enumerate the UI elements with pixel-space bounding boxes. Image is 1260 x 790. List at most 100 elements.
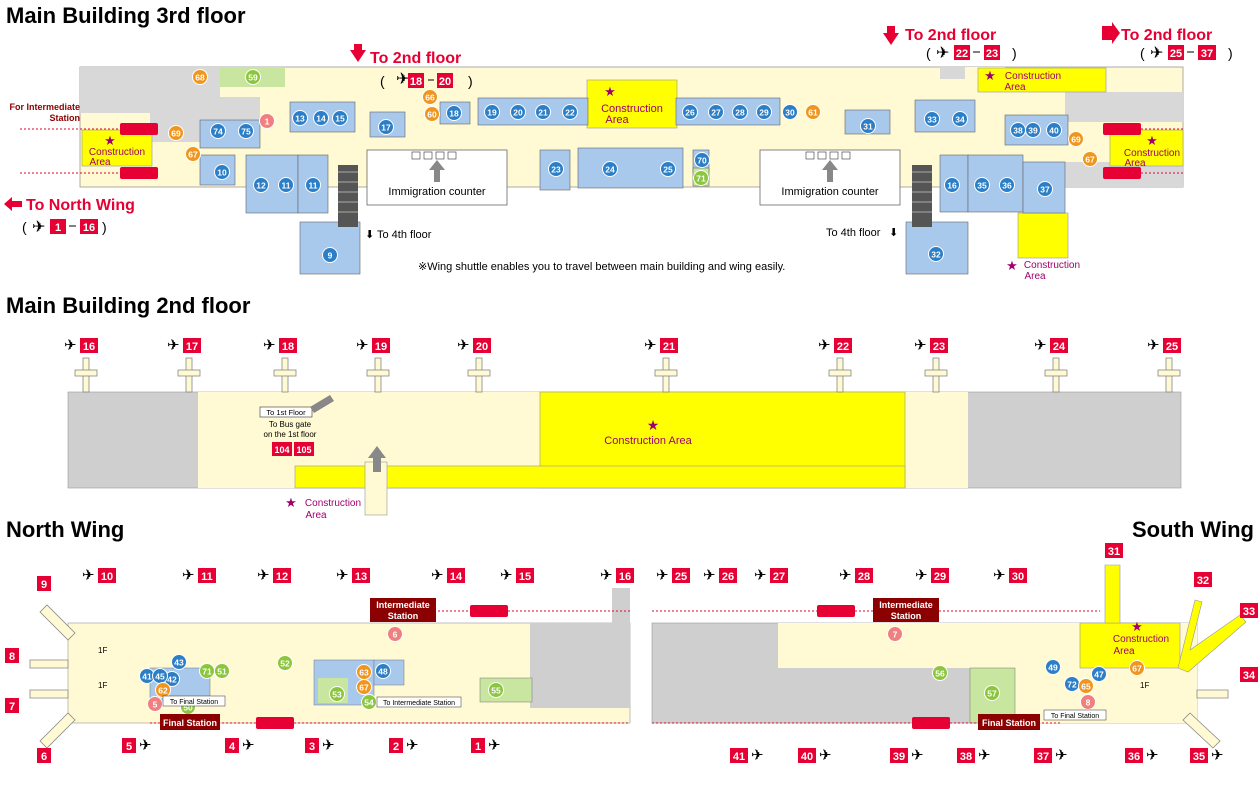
- svg-text:★: ★: [285, 495, 297, 510]
- shop-marker-blue: 12: [253, 177, 269, 193]
- shop-marker-blue: 45: [152, 668, 168, 684]
- svg-text:40: 40: [801, 751, 813, 763]
- shop-marker-blue: 13: [292, 110, 308, 126]
- shop-marker-blue: 31: [860, 118, 876, 134]
- svg-text:✈: ✈: [911, 747, 924, 764]
- svg-text:✈: ✈: [656, 567, 669, 584]
- shop-marker-green: 52: [277, 655, 293, 671]
- svg-text:✈: ✈: [819, 747, 832, 764]
- svg-text:18: 18: [282, 341, 294, 353]
- shop-marker-blue: 20: [510, 104, 526, 120]
- shop-marker-blue: 70: [694, 152, 710, 168]
- svg-text:42: 42: [167, 675, 177, 685]
- svg-text:21: 21: [538, 108, 548, 118]
- south-intermediate-label: Intermediate: [879, 600, 933, 610]
- shop-marker-blue: 32: [928, 246, 944, 262]
- floor2-gate-markers: ✈16✈17✈18✈19✈20✈21✈22✈23✈24✈25: [64, 337, 1181, 354]
- svg-text:14: 14: [316, 114, 326, 124]
- title-floor3: Main Building 3rd floor: [6, 3, 246, 28]
- svg-text:9: 9: [328, 251, 333, 261]
- shop-marker-blue: 38: [1010, 122, 1026, 138]
- shop-marker-pink: 5: [147, 696, 163, 712]
- svg-text:55: 55: [491, 686, 501, 696]
- gate-37-label: 37: [1201, 48, 1213, 60]
- svg-text:11: 11: [309, 181, 318, 191]
- shop-marker-blue: 33: [924, 111, 940, 127]
- construction-label-2b: Area: [1004, 82, 1026, 93]
- svg-text:✈: ✈: [1211, 747, 1224, 764]
- svg-text:75: 75: [241, 127, 251, 137]
- svg-text:53: 53: [332, 690, 342, 700]
- construction-label-2a: Construction: [1005, 71, 1061, 82]
- construction-label-3a: Construction: [89, 147, 145, 158]
- svg-text:22: 22: [837, 341, 849, 353]
- shop-marker-blue: 15: [332, 110, 348, 126]
- svg-text:): ): [1228, 45, 1233, 61]
- svg-text:24: 24: [605, 165, 615, 175]
- shop-marker-blue: 39: [1025, 122, 1041, 138]
- svg-text:23: 23: [933, 341, 945, 353]
- svg-text:63: 63: [359, 668, 369, 678]
- immigration-label-2: Immigration counter: [781, 186, 879, 198]
- shop-marker-orange: 63: [356, 664, 372, 680]
- svg-text:65: 65: [1081, 682, 1091, 692]
- shop-marker-pink: 7: [887, 626, 903, 642]
- svg-text:5: 5: [153, 700, 158, 710]
- gate-16-label: 16: [83, 222, 95, 234]
- svg-text:28: 28: [858, 571, 870, 583]
- svg-text:4: 4: [229, 741, 236, 753]
- svg-text:★: ★: [1006, 258, 1018, 273]
- svg-text:✈: ✈: [406, 737, 419, 754]
- shop-marker-blue: 17: [378, 119, 394, 135]
- south-construction-label-a: Construction: [1113, 634, 1169, 645]
- svg-text:17: 17: [381, 123, 391, 133]
- wing-labels: Intermediate Station Final Station To Fi…: [98, 598, 1169, 730]
- svg-text:66: 66: [425, 93, 435, 103]
- shop-marker-orange: 68: [192, 69, 208, 85]
- floor3-map: Immigration counter Immigration counter: [20, 66, 1184, 275]
- shop-marker-orange: 69: [168, 125, 184, 141]
- construction-label-5a: Construction: [1024, 260, 1080, 271]
- on-1st-floor-label: on the 1st floor: [264, 430, 317, 439]
- svg-text:✈: ✈: [751, 747, 764, 764]
- north-gate-13: ✈13: [336, 567, 370, 584]
- south-gate-25: ✈25: [656, 567, 690, 584]
- north-gate-12: ✈12: [257, 567, 291, 584]
- svg-text:✈: ✈: [818, 337, 831, 354]
- svg-text:32: 32: [1197, 575, 1209, 587]
- shop-marker-blue: 10: [214, 164, 230, 180]
- svg-text:⬇: ⬇: [889, 227, 898, 239]
- svg-text:47: 47: [1094, 670, 1104, 680]
- svg-text:32: 32: [931, 250, 941, 260]
- shop-marker-orange: 67: [1129, 660, 1145, 676]
- svg-text:✈: ✈: [915, 567, 928, 584]
- svg-text:✈: ✈: [1147, 337, 1160, 354]
- svg-text:✈: ✈: [431, 567, 444, 584]
- svg-text:1: 1: [265, 117, 270, 127]
- construction-label-4b: Area: [1124, 158, 1146, 169]
- shop-marker-orange: 61: [805, 104, 821, 120]
- svg-text:7: 7: [893, 630, 898, 640]
- svg-text:): ): [1012, 45, 1017, 61]
- south-gate-26: ✈26: [703, 567, 737, 584]
- floor2-gate-21: ✈21: [644, 337, 678, 354]
- svg-text:✈: ✈: [600, 567, 613, 584]
- shop-marker-blue: 18: [446, 105, 462, 121]
- svg-text:18: 18: [449, 109, 459, 119]
- shop-marker-green: 71: [199, 663, 215, 679]
- shop-marker-green: 55: [488, 682, 504, 698]
- north-gate-2: 2✈: [389, 737, 419, 754]
- svg-text:51: 51: [217, 667, 227, 677]
- north-final-station-label: Final Station: [163, 718, 217, 728]
- south-gate-30: ✈30: [993, 567, 1027, 584]
- shuttle-note: ※Wing shuttle enables you to travel betw…: [418, 261, 785, 273]
- shop-marker-green: 53: [329, 686, 345, 702]
- svg-text:48: 48: [378, 667, 388, 677]
- svg-text:✈: ✈: [993, 567, 1006, 584]
- construction-area-3: [81, 129, 153, 167]
- to-1st-floor-label: To 1st Floor: [266, 408, 306, 417]
- north-intermediate-label: Intermediate: [376, 600, 430, 610]
- shop-marker-blue: 27: [708, 104, 724, 120]
